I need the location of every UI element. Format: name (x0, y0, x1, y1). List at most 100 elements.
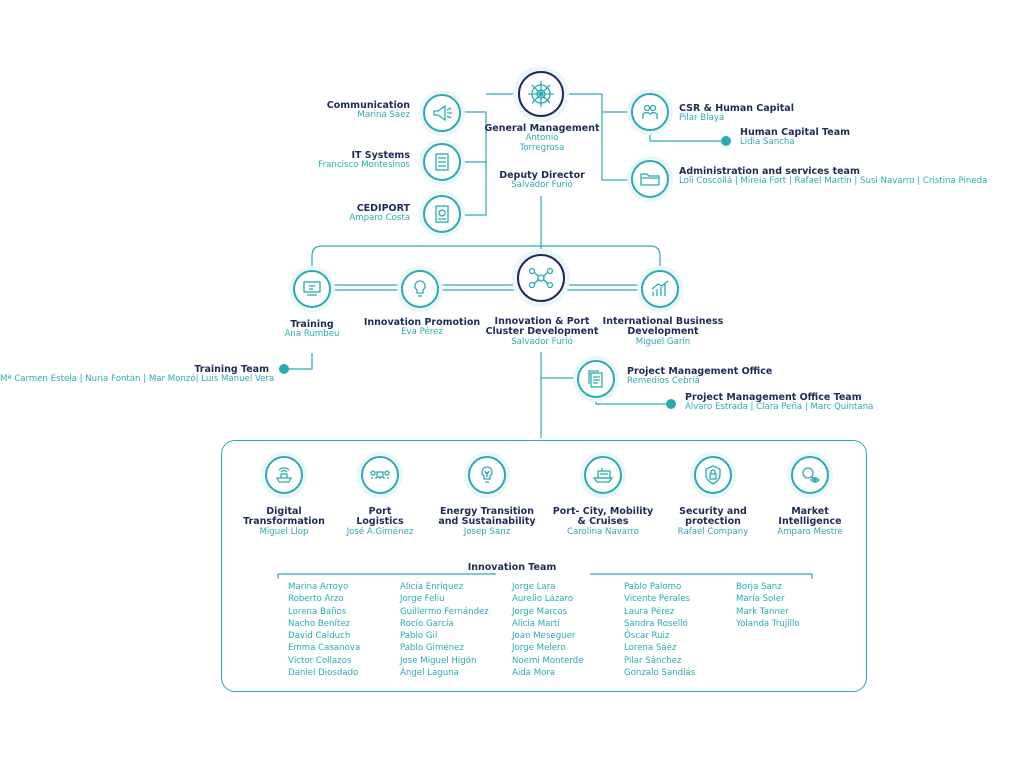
innovation-team-member: Vicente Perales (624, 594, 691, 605)
cluster-development-label: Innovation & Port Cluster Development Sa… (476, 316, 608, 347)
area-node-logistics[interactable] (357, 452, 403, 498)
area-label-security: Security and protection Rafael Company (653, 506, 773, 537)
area-title-energy-1: Energy Transition (440, 506, 534, 517)
innovation-team-member: Joan Meseguer (512, 631, 576, 642)
innovation-team-member: Mark Tanner (736, 606, 789, 617)
helm-icon (528, 81, 554, 107)
area-node-portcity[interactable] (580, 452, 626, 498)
cediport-label: CEDIPORT Amparo Costa (250, 203, 410, 224)
cluster-development-name: Salvador Furió (511, 336, 573, 347)
it-systems-name: Francisco Montesinos (318, 160, 410, 171)
innovation-team-member: Roberto Arzo (288, 594, 344, 605)
innovation-promotion-node[interactable] (397, 266, 443, 312)
innovation-team-member: Pablo Gil (400, 631, 438, 642)
deputy-director-label: Deputy Director Salvador Furió (481, 170, 603, 191)
general-management-name-2: Torregrosa (519, 142, 565, 153)
human-capital-team-dot (721, 136, 731, 146)
area-name-security: Rafael Company (677, 526, 749, 537)
it-systems-label: IT Systems Francisco Montesinos (250, 150, 410, 171)
innovation-team-member: Pilar Sánchez (624, 655, 682, 666)
area-title-digital-2: Transformation (243, 516, 325, 528)
training-team-dot (279, 364, 289, 374)
innovation-team-member: Marina Arroyo (288, 582, 349, 592)
innovation-team-member: Pablo Palomo (624, 582, 682, 592)
training-label: Training Ana Rumbeu (262, 319, 362, 340)
megaphone-icon (433, 104, 452, 122)
administration-names: Loli Coscollá | Mireia Fort | Rafael Mar… (679, 176, 988, 187)
innovation-team-member: Víctor Collazos (288, 655, 352, 666)
innovation-team-member: Ángel Laguna (400, 668, 459, 679)
area-label-energy: Energy Transition and Sustainability Jos… (422, 506, 552, 537)
innovation-team-member: Noemi Monterde (512, 655, 584, 666)
innovation-team-member: Guillermo Fernández (400, 606, 489, 617)
human-capital-team-label: Human Capital Team Lidia Sancha (740, 127, 940, 148)
area-title-portcity-2: & Cruises (577, 516, 629, 528)
general-management-label: General Management Antonio Torregrosa (481, 123, 603, 153)
cruise-ship-icon (592, 468, 614, 483)
area-label-market: Market Intelligence Amparo Mestre (750, 506, 870, 537)
innovation-team-member: Yolanda Trujillo (736, 618, 800, 629)
general-management-name-1: Antonio (525, 133, 559, 144)
innovation-team-member: Alicia Martí (512, 618, 560, 629)
innovation-team-title: Innovation Team (467, 562, 557, 573)
area-name-logistics: José A.Giménez (346, 526, 414, 537)
area-title-digital-1: Digital (266, 506, 302, 517)
csr-node[interactable] (627, 89, 673, 135)
innovation-team-member: Jorge Melero (512, 643, 566, 654)
innovation-team-member: Aida Mora (512, 668, 556, 679)
deputy-director-title: Deputy Director (499, 170, 585, 181)
international-business-title-2: Development (627, 326, 699, 338)
area-node-security[interactable] (690, 452, 736, 498)
pmo-team-dot (666, 399, 676, 409)
area-title-logistics-2: Logistics (356, 516, 404, 528)
pmo-node[interactable] (573, 356, 619, 402)
innovation-team-member: Jorge Marcos (512, 606, 568, 617)
communication-label: Communication Marina Sáez (250, 100, 410, 121)
lightbulb-icon (414, 280, 426, 297)
area-name-market: Amparo Mestre (777, 526, 843, 537)
innovation-team-member: Pablo Giménez (400, 643, 464, 654)
international-business-title-1: International Business (602, 316, 724, 327)
innovation-team-member: Borja Sanz (736, 582, 782, 592)
folder-icon (640, 173, 660, 186)
innovation-team-member: Jorge Feliu (400, 594, 445, 605)
pmo-team-names: Álvaro Estrada | Clara Peña | Marc Quint… (685, 402, 874, 413)
pmo-label: Project Management Office Remedios Cebri… (627, 366, 827, 387)
training-name: Ana Rumbeu (284, 329, 340, 340)
area-title-market-1: Market (791, 506, 829, 517)
cediport-title: CEDIPORT (356, 203, 410, 214)
area-node-market[interactable] (787, 452, 833, 498)
communication-name: Marina Sáez (357, 110, 410, 121)
server-icon (435, 153, 449, 171)
communication-title: Communication (326, 100, 410, 111)
area-node-energy[interactable] (464, 452, 510, 498)
general-management-node[interactable] (513, 66, 569, 122)
area-title-portcity-1: Port- City, Mobility (552, 506, 654, 517)
area-label-digital: Digital Transformation Miguel Llop (224, 506, 344, 537)
training-team-title: Training Team (194, 364, 269, 375)
magnifier-eye-icon (802, 467, 820, 483)
areas-container (221, 440, 867, 692)
general-management-title: General Management (484, 123, 600, 134)
training-team-label: Training Team Mª Carmen Estela | Nuria F… (0, 364, 275, 385)
cluster-development-title-1: Innovation & Port (494, 316, 590, 327)
communication-node[interactable] (419, 90, 465, 136)
innovation-promotion-label: Innovation Promotion Eva Pérez (355, 317, 489, 338)
pmo-title: Project Management Office (627, 366, 773, 377)
training-node[interactable] (289, 266, 335, 312)
administration-node[interactable] (627, 156, 673, 202)
innovation-team-member: David Calduch (288, 631, 351, 642)
international-business-node[interactable] (637, 266, 683, 312)
area-name-energy: Josep Sanz (463, 526, 511, 537)
it-systems-node[interactable] (419, 139, 465, 185)
cediport-name: Amparo Costa (349, 213, 410, 224)
eco-bulb-icon (481, 466, 493, 483)
cluster-development-node[interactable] (512, 249, 570, 307)
administration-label: Administration and services team Loli Co… (679, 166, 1024, 187)
cediport-node[interactable] (419, 191, 465, 237)
international-business-name: Miguel Garín (635, 336, 691, 347)
area-label-portcity: Port- City, Mobility & Cruises Carolina … (538, 506, 668, 537)
area-node-digital[interactable] (261, 452, 307, 498)
training-team-names: Mª Carmen Estela | Nuria Fontán | Mar Mo… (0, 374, 275, 385)
